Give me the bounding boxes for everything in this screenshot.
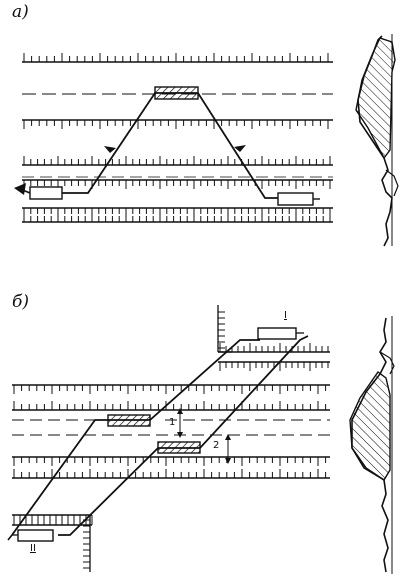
vehicle-marker-II: II: [30, 543, 36, 554]
cross-section-a: [355, 34, 399, 247]
ruler-scale: [22, 156, 333, 166]
panel-a-label: а): [12, 2, 29, 22]
ruler-scale: [12, 469, 330, 479]
ruler-scale: [22, 119, 333, 129]
vehicle-hatched-2: [157, 441, 201, 454]
panel-b: [7, 305, 395, 574]
arrow-head: [234, 145, 246, 152]
vehicle-top: [154, 86, 199, 100]
gap-marker-2: 2: [213, 440, 220, 451]
ruler-scale: [12, 401, 330, 411]
ruler-scale: [218, 343, 330, 353]
ruler-scale: [22, 179, 333, 189]
vehicle-right: [277, 192, 314, 206]
trajectory-line: [62, 92, 283, 199]
ruler-scale: [22, 213, 333, 223]
vehicle-marker-I: I: [284, 310, 287, 321]
trajectory-line-2: [58, 335, 309, 536]
ruler-scale: [22, 53, 333, 63]
cross-section-b: [349, 316, 395, 574]
ruler-scale: [12, 516, 93, 526]
ruler-scale-vertical: [83, 311, 225, 569]
side-ruler-top: [217, 305, 232, 353]
panel-b-label: б): [12, 292, 30, 312]
arrow-head: [104, 146, 116, 153]
arrow-head: [14, 183, 26, 195]
ruler-scale: [12, 456, 330, 466]
trajectory-line-1: [11, 339, 260, 536]
ruler-scale: [22, 207, 333, 217]
vehicle-II: [17, 529, 54, 542]
ruler-scale: [218, 361, 330, 371]
gap-marker-1: 1: [169, 417, 176, 428]
panel-a: [14, 34, 399, 247]
vehicle-hatched-1: [107, 414, 151, 427]
ruler-scale: [12, 384, 330, 394]
gap-dimension-2: [225, 434, 231, 464]
gap-dimension-1: [177, 408, 183, 438]
vehicle-left: [29, 186, 63, 200]
vehicle-I: [257, 327, 297, 340]
